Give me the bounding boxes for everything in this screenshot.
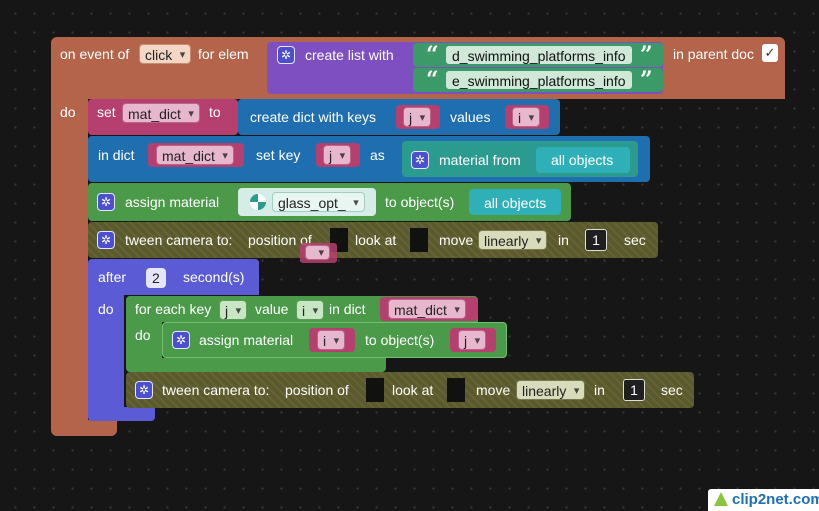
watermark-text: clip2net.com	[732, 491, 819, 508]
gear-icon[interactable]: ✲	[135, 381, 153, 399]
look-at-label: look at	[355, 232, 397, 248]
values-label: values	[450, 109, 491, 125]
gear-icon[interactable]: ✲	[411, 151, 429, 169]
as-label: as	[370, 147, 385, 163]
move-label-2: move	[476, 382, 511, 398]
inner-to-objects-label: to object(s)	[365, 332, 435, 348]
detached-variable-dropdown[interactable]	[305, 245, 330, 261]
close-quote-icon: ”	[640, 67, 653, 93]
easing-dropdown[interactable]: linearly	[478, 230, 548, 251]
sec-label: sec	[624, 232, 646, 248]
values-variable-dropdown[interactable]: i	[512, 107, 541, 128]
gear-icon[interactable]: ✲	[97, 193, 115, 211]
for-each-block-bottom	[126, 358, 386, 372]
look-at-label-2: look at	[392, 382, 434, 398]
string-field-2[interactable]: e_swimming_platforms_info	[445, 70, 633, 90]
gear-icon[interactable]: ✲	[97, 231, 115, 249]
for-elem-label: for elem	[198, 46, 249, 62]
all-objects-block[interactable]	[536, 147, 630, 173]
event-block-bottom	[51, 420, 117, 436]
duration-input-2[interactable]: 1	[623, 379, 645, 401]
in-parent-doc-checkbox[interactable]: ✓	[762, 44, 778, 62]
position-of-label-2: position of	[285, 382, 349, 398]
after-block-side	[88, 290, 124, 412]
gear-icon[interactable]: ✲	[277, 46, 295, 64]
dict-variable-dropdown[interactable]: mat_dict	[156, 145, 234, 166]
assign-all-objects-label: all objects	[484, 195, 547, 211]
seconds-input[interactable]: 2	[146, 268, 166, 288]
foreach-value-dropdown[interactable]: i	[296, 300, 325, 321]
inner-objects-dropdown[interactable]: j	[458, 330, 487, 351]
key-variable-dropdown[interactable]: j	[323, 145, 352, 166]
look-at-object-slot[interactable]	[410, 228, 428, 252]
in-label: in	[558, 232, 569, 248]
in-label-2: in	[594, 382, 605, 398]
tween-camera-block-2[interactable]	[126, 372, 694, 408]
foreach-do-label: do	[135, 327, 151, 343]
gear-icon[interactable]: ✲	[172, 331, 190, 349]
inner-assign-label: assign material	[199, 332, 294, 348]
in-parent-doc-label: in parent doc	[673, 46, 754, 62]
assign-material-label: assign material	[125, 194, 220, 210]
tween-camera-label: tween camera to:	[125, 232, 233, 248]
after-block[interactable]	[88, 259, 259, 295]
look-at-object-slot-2[interactable]	[447, 378, 465, 402]
event-do-label: do	[60, 104, 76, 120]
to-objects-label: to object(s)	[385, 194, 455, 210]
close-quote-icon: ”	[640, 42, 653, 68]
after-label: after	[98, 269, 127, 285]
open-quote-icon: “	[426, 67, 439, 93]
watermark: clip2net.com	[708, 489, 819, 511]
value-label: value	[255, 301, 289, 317]
duration-input[interactable]: 1	[585, 229, 607, 251]
all-objects-label: all objects	[551, 152, 614, 168]
set-label: set	[97, 104, 116, 120]
move-label: move	[439, 232, 474, 248]
tween-camera-label-2: tween camera to:	[162, 382, 270, 398]
on-event-label: on event of	[60, 46, 130, 62]
open-quote-icon: “	[426, 42, 439, 68]
watermark-logo-icon	[714, 492, 728, 506]
foreach-in-dict-label: in dict	[329, 301, 366, 317]
sec-label-2: sec	[661, 382, 683, 398]
create-list-label: create list with	[305, 47, 394, 63]
foreach-key-dropdown[interactable]: j	[219, 300, 248, 321]
event-type-dropdown[interactable]: click	[139, 44, 192, 65]
material-from-label: material from	[439, 152, 521, 168]
to-label: to	[209, 104, 221, 120]
after-block-bottom	[88, 407, 155, 421]
assign-all-objects-block[interactable]	[469, 189, 561, 215]
material-dropdown[interactable]: glass_opt_	[272, 192, 365, 213]
position-object-slot-2[interactable]	[366, 378, 384, 402]
set-key-label: set key	[256, 147, 301, 163]
for-each-key-label: for each key	[135, 301, 212, 317]
keys-variable-dropdown[interactable]: j	[403, 107, 432, 128]
set-variable-dropdown[interactable]: mat_dict	[122, 103, 200, 124]
tween-camera-block[interactable]	[88, 222, 658, 258]
create-dict-label: create dict with keys	[250, 109, 377, 125]
easing-dropdown-2[interactable]: linearly	[516, 380, 586, 401]
inner-material-dropdown[interactable]: i	[317, 330, 346, 351]
foreach-dict-dropdown[interactable]: mat_dict	[388, 299, 466, 320]
in-dict-label: in dict	[98, 147, 135, 163]
seconds-label: second(s)	[183, 269, 245, 285]
string-field-1[interactable]: d_swimming_platforms_info	[445, 45, 633, 65]
for-each-block-side	[126, 318, 162, 364]
position-of-label: position of	[248, 232, 312, 248]
event-block-side	[51, 95, 88, 425]
material-sphere-icon	[250, 194, 266, 210]
after-do-label: do	[98, 301, 114, 317]
